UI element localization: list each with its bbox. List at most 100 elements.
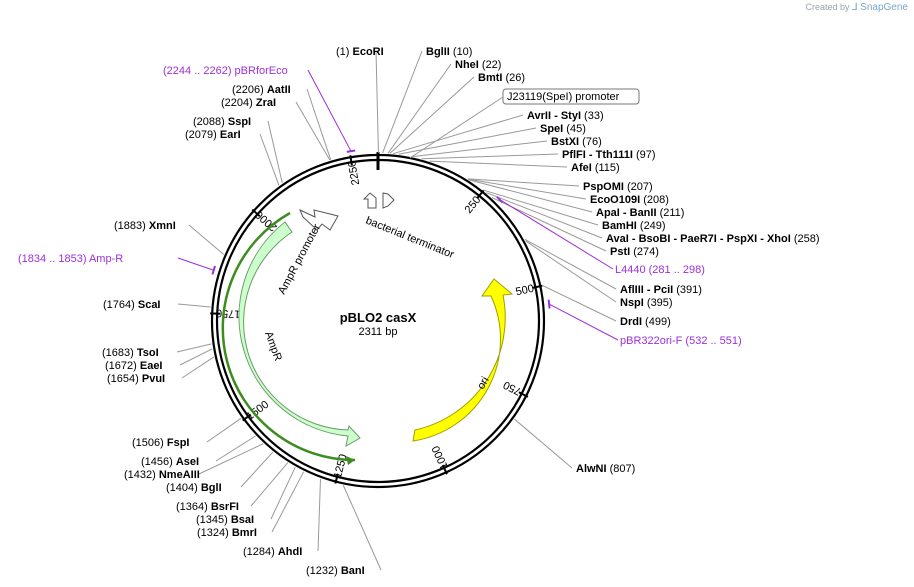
site-leader xyxy=(514,418,573,469)
site-leader xyxy=(421,153,559,160)
site-label[interactable]: AfeI (115) xyxy=(571,162,620,174)
site-leader xyxy=(486,192,603,239)
primer-arrow xyxy=(547,299,551,309)
site-position: (1672) xyxy=(105,360,140,372)
ampr-feature[interactable] xyxy=(238,221,361,447)
site-position: (26) xyxy=(502,72,525,84)
site-label[interactable]: (2204) ZraI xyxy=(221,97,276,109)
credit-prefix: Created by xyxy=(805,2,850,12)
site-name: ZraI xyxy=(256,97,276,109)
site-leader xyxy=(387,63,452,154)
site-label[interactable]: (1764) ScaI xyxy=(103,299,161,311)
site-label[interactable]: BstXI (76) xyxy=(551,136,602,148)
site-label[interactable]: NheI (22) xyxy=(455,59,501,71)
site-position: (1506) xyxy=(132,437,167,449)
site-label[interactable]: BmtI (26) xyxy=(478,72,525,84)
site-position: (45) xyxy=(563,123,586,135)
site-position: (1654) xyxy=(107,373,142,385)
tick-mark xyxy=(518,391,529,398)
site-label[interactable]: (2079) EarI xyxy=(185,129,241,141)
credit-brand: SnapGene xyxy=(860,2,908,13)
site-name: PvuI xyxy=(142,373,165,385)
site-name: BmrI xyxy=(232,527,257,539)
site-label[interactable]: (2206) AatII xyxy=(232,84,291,96)
site-label[interactable]: (2088) SspI xyxy=(193,116,251,128)
site-label[interactable]: PstI (274) xyxy=(610,246,659,258)
primer-label[interactable]: (1834 .. 1853) Amp-R xyxy=(18,253,123,265)
site-leader xyxy=(240,451,274,488)
site-name: SpeI xyxy=(540,123,563,135)
site-name: EaeI xyxy=(140,360,163,372)
site-label[interactable]: PflFI - Tth111I (97) xyxy=(562,149,656,161)
site-label[interactable]: (1404) BglI xyxy=(166,482,222,494)
site-label[interactable]: AflIII - PciI (391) xyxy=(620,284,702,296)
site-label[interactable]: (1654) PvuI xyxy=(107,373,165,385)
site-name: FspI xyxy=(167,437,190,449)
site-label[interactable]: (1324) BmrI xyxy=(197,527,257,539)
site-label[interactable]: (1) EcoRI xyxy=(336,46,384,58)
site-label[interactable]: (1883) XmnI xyxy=(114,220,176,232)
site-name: BamHI xyxy=(602,220,637,232)
primer-marks xyxy=(177,69,619,341)
site-position: (2204) xyxy=(221,97,256,109)
tick-label: 1750 xyxy=(216,307,241,320)
site-label[interactable]: DrdI (499) xyxy=(620,316,671,328)
site-label[interactable]: (1506) FspI xyxy=(132,437,189,449)
j23119-label: J23119(SpeI) promoter xyxy=(507,91,620,103)
site-label[interactable]: (1672) EaeI xyxy=(105,360,163,372)
primer-label[interactable]: L4440 (281 .. 298) xyxy=(615,264,705,276)
site-position: (97) xyxy=(633,149,656,161)
j23119-box[interactable] xyxy=(502,88,640,105)
primer-label[interactable]: pBR322ori-F (532 .. 551) xyxy=(620,335,742,347)
site-label[interactable]: AlwNI (807) xyxy=(576,463,635,475)
site-leader xyxy=(398,127,537,155)
site-label[interactable]: AvaI - BsoBI - PaeR7I - PspXI - XhoI (25… xyxy=(606,233,820,245)
site-label[interactable]: (1345) BsaI xyxy=(196,514,254,526)
tick-mark xyxy=(476,189,485,199)
site-label[interactable]: SpeI (45) xyxy=(540,123,586,135)
site-name: PflFI xyxy=(562,149,586,161)
site-label[interactable]: (1683) TsoI xyxy=(102,347,159,359)
site-name: TsoI xyxy=(137,347,159,359)
site-label[interactable]: EcoO109I (208) xyxy=(590,194,669,206)
site-leader xyxy=(267,120,283,184)
ori-feature[interactable] xyxy=(412,278,514,442)
ampr-promoter-feature[interactable] xyxy=(299,208,339,231)
site-label[interactable]: (1456) AseI xyxy=(141,456,199,468)
site-label[interactable]: (1284) AhdI xyxy=(243,546,302,558)
site-name: PstI xyxy=(610,246,630,258)
site-leader xyxy=(306,88,332,160)
site-extra: - Tth111I xyxy=(586,149,633,161)
site-leader xyxy=(317,478,321,552)
site-label[interactable]: BglII (10) xyxy=(426,46,472,58)
terminator-arrow-right[interactable] xyxy=(382,192,395,209)
site-position: (274) xyxy=(630,246,659,258)
site-position: (807) xyxy=(607,463,636,475)
ampr-orf-line xyxy=(221,211,356,462)
site-label[interactable]: AvrII - StyI (33) xyxy=(527,110,604,122)
site-name: SspI xyxy=(228,116,251,128)
tick-label: 2250 xyxy=(346,160,362,186)
site-label[interactable]: (1432) NmeAIII xyxy=(124,469,200,481)
site-leader xyxy=(375,50,379,154)
site-label[interactable]: (1364) BsrFI xyxy=(176,501,239,513)
plasmid-name: pBLO2 casX xyxy=(340,310,417,325)
site-leader xyxy=(295,101,331,161)
site-label[interactable]: ApaI - BanII (211) xyxy=(596,207,684,219)
site-label[interactable]: PspOMI (207) xyxy=(583,181,653,193)
site-leader xyxy=(177,303,211,308)
site-label[interactable]: BamHI (249) xyxy=(602,220,666,232)
site-leader xyxy=(525,240,617,303)
site-label[interactable]: NspI (395) xyxy=(620,297,673,309)
site-label[interactable]: (1232) BanI xyxy=(306,565,365,577)
tick-label: 1000 xyxy=(430,444,451,471)
site-position: (2079) xyxy=(185,129,220,141)
site-leader xyxy=(429,160,568,168)
site-position: (391) xyxy=(673,284,702,296)
terminator-arrow-left[interactable] xyxy=(362,192,377,209)
primer-label[interactable]: (2244 .. 2262) pBRforEco xyxy=(163,65,288,77)
site-position: (22) xyxy=(479,59,502,71)
snapgene-logo-icon: ⅃ xyxy=(852,2,858,13)
site-position: (499) xyxy=(642,316,671,328)
